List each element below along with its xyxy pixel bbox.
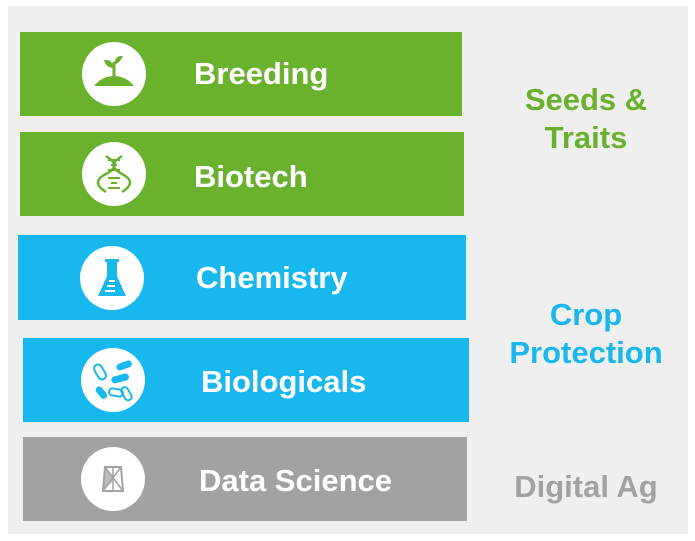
bar-biotech: Biotech	[20, 132, 464, 216]
bar-biologicals: Biologicals	[23, 338, 469, 422]
bar-chemistry: Chemistry	[18, 235, 466, 320]
category-crop-line2: Protection	[509, 335, 663, 370]
category-digital-line1: Digital Ag	[514, 469, 658, 504]
microbes-icon	[81, 348, 145, 412]
category-seeds-line2: Traits	[544, 120, 628, 155]
category-seeds-traits: Seeds & Traits	[486, 81, 686, 157]
category-crop-line1: Crop	[549, 297, 623, 332]
bar-label-chemistry: Chemistry	[196, 260, 348, 295]
bar-breeding: Breeding	[20, 32, 462, 116]
data-cube-icon	[81, 447, 145, 511]
category-digital-ag: Digital Ag	[486, 468, 686, 506]
bar-label-biologicals: Biologicals	[201, 364, 367, 399]
bar-label-data-science: Data Science	[199, 463, 392, 498]
dna-icon	[82, 142, 146, 206]
bar-label-biotech: Biotech	[194, 159, 308, 194]
category-seeds-line1: Seeds &	[524, 82, 648, 117]
category-crop-protection: Crop Protection	[486, 296, 686, 372]
bar-data-science: Data Science	[23, 437, 467, 521]
bar-label-breeding: Breeding	[194, 56, 329, 91]
sprout-icon	[82, 42, 146, 106]
flask-icon	[80, 246, 144, 310]
